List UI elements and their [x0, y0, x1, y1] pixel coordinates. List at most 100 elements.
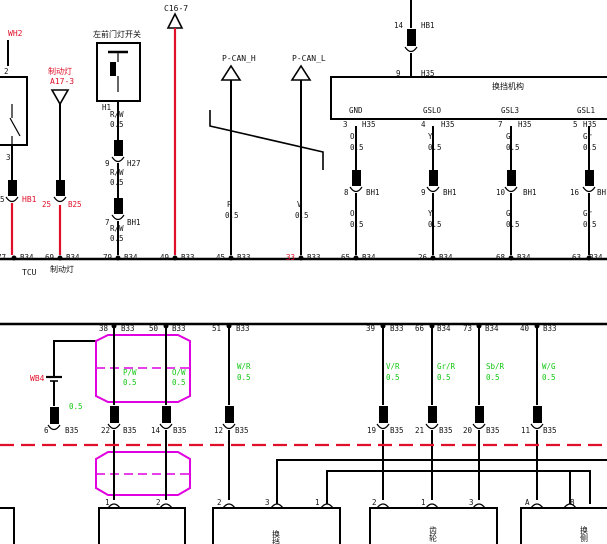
wr-gauge: 0.5: [237, 373, 251, 382]
pin-3-shift: 3: [265, 498, 270, 507]
gsl1-color-2: Gr: [583, 209, 593, 218]
pin-12-b35: 12: [214, 426, 223, 435]
wh2-connector-plug: [8, 180, 17, 196]
ow-connector-plug: [162, 406, 171, 423]
pin-33-b33: 33: [286, 253, 295, 262]
gslo-connector-plug: [429, 170, 438, 186]
gslo-connector-jaw: [426, 186, 440, 193]
c16-7-label: C16-7: [164, 4, 188, 13]
pin-8-bh1: 8: [344, 188, 349, 197]
socket-shift-1: [320, 503, 334, 509]
pin-6-b35: 6: [44, 426, 49, 435]
hb1-connector-plug: [407, 29, 416, 46]
b33-label-pcanl: B33: [307, 253, 321, 262]
cable-shield-upper: [95, 334, 191, 403]
door-switch-label: 左前门灯开关: [93, 29, 141, 39]
ow-color: O/W: [172, 368, 186, 377]
module-left-box: [0, 507, 15, 544]
wg-gauge: 0.5: [542, 373, 556, 382]
gslo-gauge-1: 0.5: [428, 143, 442, 152]
ecu-pin-39: [380, 323, 386, 329]
socket-gear-2: [376, 503, 390, 509]
socket-gear-1: [425, 503, 439, 509]
pin-3-wh2: 3: [6, 153, 11, 162]
gslo-gauge-2: 0.5: [428, 220, 442, 229]
shifter-pin-gsl1: GSL1: [577, 106, 595, 115]
wh2-label: WH2: [8, 29, 23, 38]
gsl3-color-1: G: [506, 132, 511, 141]
b34-label-tcu: B34: [20, 253, 34, 262]
sbr-connector-plug: [475, 406, 484, 423]
ecu-pin-40: [534, 323, 540, 329]
gsl3-gauge-2: 0.5: [506, 220, 520, 229]
module-can-box: [98, 507, 186, 544]
b35-label-12: B35: [235, 426, 249, 435]
harness-line-outer: [276, 459, 607, 504]
pin-19-b35: 19: [367, 426, 376, 435]
tcu-label: TCU: [22, 268, 37, 277]
pin-73-b34: 73: [463, 324, 472, 333]
gslo-color-2: Y: [428, 209, 433, 218]
a17-3-label: A17-3: [50, 77, 74, 86]
h35-label-gnd: H35: [362, 120, 376, 129]
pin-3-gear: 3: [469, 498, 474, 507]
sbr-connector-jaw: [472, 423, 486, 430]
pin-1-shift: 1: [315, 498, 320, 507]
pin-50-b33: 50: [149, 324, 159, 333]
b34-label-73: B34: [485, 324, 499, 333]
bh1-label-door: BH1: [127, 218, 141, 227]
pin-14-hb1: 14: [394, 21, 404, 30]
pin-h1: H1: [102, 103, 111, 112]
socket-shift-3: [270, 503, 284, 509]
wg-color: W/G: [542, 362, 556, 371]
door-connector-h27: [114, 140, 123, 156]
grr-connector-jaw: [425, 423, 439, 430]
wh2-connector-jaw: [5, 196, 19, 203]
pin-9-h35-top: 9: [396, 69, 401, 78]
pin-26-b34: 26: [418, 253, 428, 262]
shifter-pin-gsl3: GSL3: [501, 106, 519, 115]
gsl1-connector-jaw: [582, 186, 596, 193]
b35-label-20: B35: [486, 426, 500, 435]
pin-49-b33: 49: [160, 253, 169, 262]
twisted-pair-marker: [209, 110, 324, 170]
grr-connector-plug: [428, 406, 437, 423]
pin-16-bh1: 16: [570, 188, 580, 197]
pcan-h-arrow-icon: [220, 64, 242, 81]
pin-7-h35: 7: [498, 120, 503, 129]
h35-label-gsl1: H35: [583, 120, 597, 129]
brake-connector-plug: [56, 180, 65, 196]
ecu-pin-26: [430, 255, 436, 261]
pcan-h-label: P-CAN_H: [222, 54, 256, 63]
wr-color: W/R: [237, 362, 251, 371]
gsl3-gauge-1: 0.5: [506, 143, 520, 152]
b34-label-brake: B34: [66, 253, 80, 262]
shifter-pin-gslo: GSLO: [423, 106, 442, 115]
door-gauge-3: 0.5: [110, 234, 124, 243]
socket-gear-3: [472, 503, 486, 509]
pin-38-b33: 38: [99, 324, 109, 333]
pcan-l-arrow-icon: [290, 64, 312, 81]
b33-label-51: B33: [236, 324, 250, 333]
pin-1-gear: 1: [421, 498, 426, 507]
gsl1-gauge-2: 0.5: [583, 220, 597, 229]
door-switch-contact: [110, 62, 116, 76]
harness-line-inner: [326, 470, 591, 504]
module-side-box: [520, 507, 607, 544]
pin-69-b34: 69: [45, 253, 54, 262]
module-side-title: 换侧: [580, 525, 589, 543]
b34-label-gsl3: B34: [517, 253, 531, 262]
ecu-pin-45: [228, 255, 234, 261]
wb4-drain-wire: [53, 340, 96, 376]
bh1-label-gsl3: BH1: [523, 188, 537, 197]
b34-label-gsl1: B34: [589, 253, 603, 262]
ecu-pin-38: [111, 323, 117, 329]
pin-39-b33: 39: [366, 324, 375, 333]
pin-51-b33: 51: [212, 324, 221, 333]
ecu-pin-73: [476, 323, 482, 329]
brake-connector-jaw: [53, 196, 67, 203]
ecu-pin-66: [429, 323, 435, 329]
gsl3-color-2: G: [506, 209, 511, 218]
b34-label-gslo: B34: [439, 253, 453, 262]
pin-1-can: 1: [105, 498, 110, 507]
